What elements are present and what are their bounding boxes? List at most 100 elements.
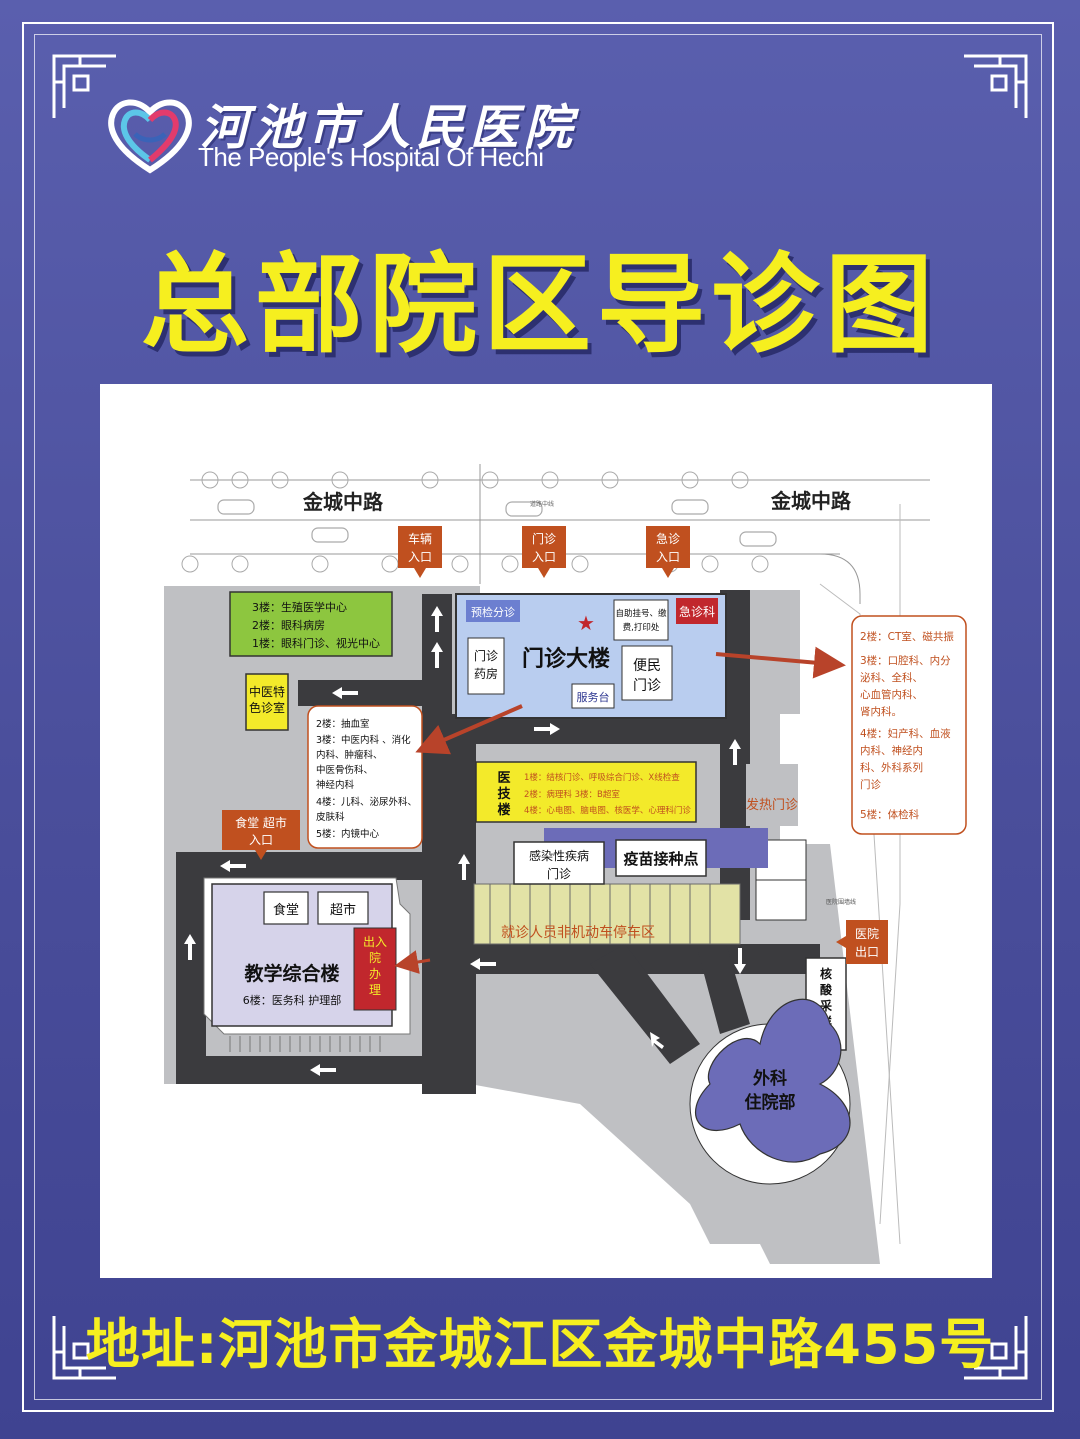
corner-ornament-icon [964, 1316, 1028, 1380]
road-centerline-label: 道路中线 [530, 500, 554, 508]
service-desk-box [571, 683, 615, 709]
surgery-inpatient-building [694, 998, 851, 1163]
right-callout-line-6: 4楼：妇产科、血液 [860, 727, 951, 740]
left-callout-lines: 2楼：抽血室 3楼：中医内科 、消化 内科、肿瘤科、 中医骨伤科、 神经内科 4… [316, 718, 417, 840]
corner-ornament-icon [52, 1316, 116, 1380]
tech-floor-2-3: 2楼：病理科 3楼：B超室 [524, 789, 620, 800]
canteen-label: 食堂 [273, 902, 299, 918]
entrance-emergency-label: 急诊入口 [656, 531, 680, 564]
left-callout-line-2: 3楼：中医内科 、消化 [316, 734, 411, 746]
eye-floor-2: 2楼：眼科病房 [252, 618, 325, 632]
admission-office [353, 927, 397, 1011]
hospital-exit-label: 医院出口 [855, 927, 879, 959]
pre-triage-label: 预检分诊 [471, 605, 515, 619]
car-icons [217, 499, 777, 547]
hospital-name-cn: 河池市人民医院 [200, 100, 579, 156]
parking-label: 就诊人员非机动车停车区 [501, 924, 655, 941]
boundary-wall-label: 医院围墙线 [826, 898, 856, 906]
left-callout-line-1: 2楼：抽血室 [316, 718, 370, 730]
left-callout-line-4: 中医骨伤科、 [316, 764, 373, 776]
pharmacy-label: 门诊药房 [474, 648, 498, 681]
right-callout-line-8: 科、外科系列 [860, 761, 923, 774]
outer-border [22, 22, 1054, 1412]
you-are-here-star-icon: ★ [577, 611, 595, 635]
vaccine-point-label: 疫苗接种点 [623, 850, 698, 868]
right-callout-line-5: 肾内科。 [860, 705, 902, 718]
self-service-box [613, 599, 669, 641]
canteen-box [263, 891, 309, 925]
admission-office-label: 出入院办理 [363, 935, 387, 997]
convenience-clinic-label: 便民门诊 [633, 658, 661, 694]
medical-tech-label: 医技楼 [497, 771, 511, 818]
left-callout-line-7: 皮肤科 [316, 811, 345, 823]
market-box [317, 891, 369, 925]
convenience-clinic-box [621, 645, 673, 701]
entrance-outpatient: 门诊入口 [522, 526, 566, 578]
self-service-label: 自助挂号、缴费,打印处 [615, 608, 667, 633]
pharmacy-box [467, 637, 505, 695]
road-direction-arrows [184, 606, 746, 1076]
entrance-outpatient-label: 门诊入口 [532, 531, 556, 564]
inner-border [34, 34, 1042, 1400]
right-callout-line-4: 心血管内科、 [860, 688, 923, 701]
tech-building-floors: 1楼：结核门诊、呼吸综合门诊、X线检查 2楼：病理科 3楼：B超室 4楼：心电图… [524, 772, 691, 816]
tech-floor-1: 1楼：结核门诊、呼吸综合门诊、X线检查 [524, 772, 680, 783]
left-callout-line-6: 4楼：儿科、泌尿外科、 [316, 796, 417, 808]
right-callout-line-3: 泌科、全科、 [860, 671, 923, 684]
teaching-building-floor: 6楼：医务科 护理部 [243, 993, 342, 1007]
entrance-emergency: 急诊入口 [646, 526, 690, 578]
eye-building-floors: 3楼：生殖医学中心 2楼：眼科病房 1楼：眼科门诊、视光中心 [252, 600, 380, 650]
left-callout-box [307, 705, 423, 849]
left-callout-line-5: 神经内科 [316, 779, 355, 791]
arrow-to-admission [394, 950, 431, 974]
teaching-building-label: 教学综合楼 [244, 962, 339, 985]
tcm-special-clinic [245, 673, 289, 731]
service-desk-label: 服务台 [577, 690, 610, 704]
entrance-vehicle: 车辆入口 [398, 526, 442, 578]
right-callout-line-10: 5楼：体检科 [860, 808, 920, 821]
hospital-logo-icon [108, 99, 192, 174]
teaching-parking-lines [229, 1036, 381, 1052]
surgery-inpatient-label: 外科住院部 [745, 1068, 796, 1113]
corner-ornament-icon [964, 54, 1028, 118]
tech-floor-4: 4楼：心电图、脑电图、核医学、心理科门诊 [524, 805, 691, 816]
eye-floor-3: 3楼：生殖医学中心 [252, 600, 347, 614]
emergency-dept-label: 急诊科 [679, 604, 715, 619]
parking-lot [473, 883, 741, 945]
left-callout-line-8: 5楼：内镜中心 [316, 828, 380, 840]
right-callout-line-1: 2楼：CT室、磁共振 [860, 630, 954, 643]
medical-tech-building [475, 761, 697, 823]
eye-floor-1: 1楼：眼科门诊、视光中心 [252, 636, 380, 650]
right-callout-line-7: 内科、神经内 [860, 744, 923, 757]
left-callout-line-3: 内科、肿瘤科、 [316, 749, 383, 761]
map-panel: 金城中路 金城中路 道路中线 [100, 384, 992, 1278]
hospital-name-en: The People's Hospital Of Hechi [198, 142, 544, 172]
fever-clinic-annex-2 [755, 879, 807, 921]
road-label-right: 金城中路 [770, 489, 852, 513]
address-line: 地址:河池市金城江区金城中路455号 [85, 1313, 995, 1376]
vaccine-point [615, 839, 707, 877]
entrance-canteen-market: 食堂 超市入口 [222, 810, 300, 860]
tree-row-icons [181, 471, 769, 573]
market-label: 超市 [330, 902, 356, 918]
arrow-to-left-callout [415, 704, 523, 755]
arrow-to-right-callout [715, 646, 846, 679]
outpatient-building-label: 门诊大楼 [522, 646, 610, 672]
campus-map: 金城中路 金城中路 道路中线 [164, 464, 967, 1264]
parking-lines [489, 884, 711, 944]
eye-reproductive-building [229, 591, 393, 657]
infectious-disease-clinic [513, 841, 605, 885]
right-callout-line-2: 3楼：口腔科、内分 [860, 654, 951, 667]
fever-clinic [746, 764, 798, 826]
corner-ornament-icon [52, 54, 116, 118]
entrance-vehicle-label: 车辆入口 [408, 531, 432, 564]
right-callout-lines: 2楼：CT室、磁共振 3楼：口腔科、内分 泌科、全科、 心血管内科、 肾内科。 … [860, 630, 954, 821]
right-callout-box [851, 615, 967, 835]
emergency-dept-box [676, 598, 718, 624]
page-title: 总部院区导诊图 [140, 243, 939, 368]
hospital-exit: 医院出口 [836, 920, 888, 964]
right-callout-line-9: 门诊 [860, 778, 881, 791]
entrance-canteen-market-label: 食堂 超市入口 [235, 815, 287, 847]
fever-clinic-label: 发热门诊 [746, 797, 798, 813]
infectious-disease-label: 感染性疾病门诊 [529, 848, 589, 881]
